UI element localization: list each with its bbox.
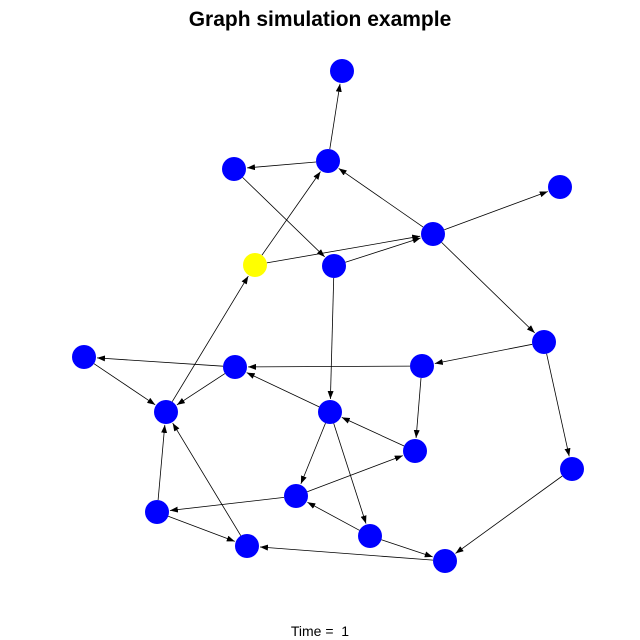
edge-n14-n20 <box>333 423 367 524</box>
edge-n16-n21 <box>455 475 563 554</box>
edge-n17-n18 <box>169 497 285 513</box>
edge-n11-n10 <box>247 363 411 370</box>
graph-node-n10 <box>223 355 247 379</box>
graph-node-n19 <box>235 534 259 558</box>
edge-n11-n15 <box>413 377 422 439</box>
edge-n19-n12 <box>172 422 242 536</box>
edge-n8-n16 <box>546 353 571 457</box>
edge-n21-n19 <box>259 544 434 561</box>
time-label: Time = 1 <box>290 623 350 639</box>
graph-node-n9 <box>72 345 96 369</box>
graph-node-n3 <box>222 157 246 181</box>
graph-node-n18 <box>145 500 169 524</box>
graph-node-n17 <box>284 484 308 508</box>
edge-n3-n6 <box>242 177 325 258</box>
graph-node-n1 <box>330 59 354 83</box>
edge-n14-n10 <box>246 372 320 408</box>
edge-n2-n1 <box>329 83 342 150</box>
edge-n5-n2 <box>261 171 321 256</box>
graph-node-n11 <box>410 354 434 378</box>
graph-node-n2 <box>316 149 340 173</box>
edge-n5-n7 <box>266 234 421 264</box>
graph-node-n6 <box>322 254 346 278</box>
edge-n7-n8 <box>441 242 535 334</box>
graph-node-n4 <box>548 175 572 199</box>
edge-n18-n19 <box>168 515 235 542</box>
edge-n20-n17 <box>307 501 360 531</box>
edge-n20-n21 <box>381 539 433 558</box>
edge-n15-n14 <box>341 417 405 447</box>
edge-n12-n5 <box>171 275 249 402</box>
edge-n2-n3 <box>246 161 317 171</box>
edge-n10-n9 <box>96 355 224 367</box>
edge-n7-n2 <box>338 168 424 228</box>
graph-node-n5 <box>243 253 267 277</box>
edge-n18-n12 <box>157 424 168 501</box>
node-layer <box>72 59 584 573</box>
graph-node-n16 <box>560 457 584 481</box>
graph-node-n7 <box>421 222 445 246</box>
edge-n6-n14 <box>327 277 335 400</box>
edge-n10-n12 <box>176 373 226 406</box>
graph-title: Graph simulation example <box>188 8 452 31</box>
graph-node-n15 <box>403 439 427 463</box>
edge-n7-n4 <box>444 191 548 231</box>
graph-node-n13 <box>318 400 342 424</box>
graph-node-n8 <box>532 330 556 354</box>
edge-layer <box>93 83 571 561</box>
edge-n17-n15 <box>307 455 403 493</box>
edge-n9-n12 <box>93 363 156 406</box>
graph-node-n12 <box>154 400 178 424</box>
graph-node-n21 <box>433 549 457 573</box>
edge-n8-n11 <box>434 343 533 365</box>
edge-n14-n17 <box>300 422 326 485</box>
edge-n6-n7 <box>345 237 421 263</box>
graph-node-n20 <box>358 524 382 548</box>
